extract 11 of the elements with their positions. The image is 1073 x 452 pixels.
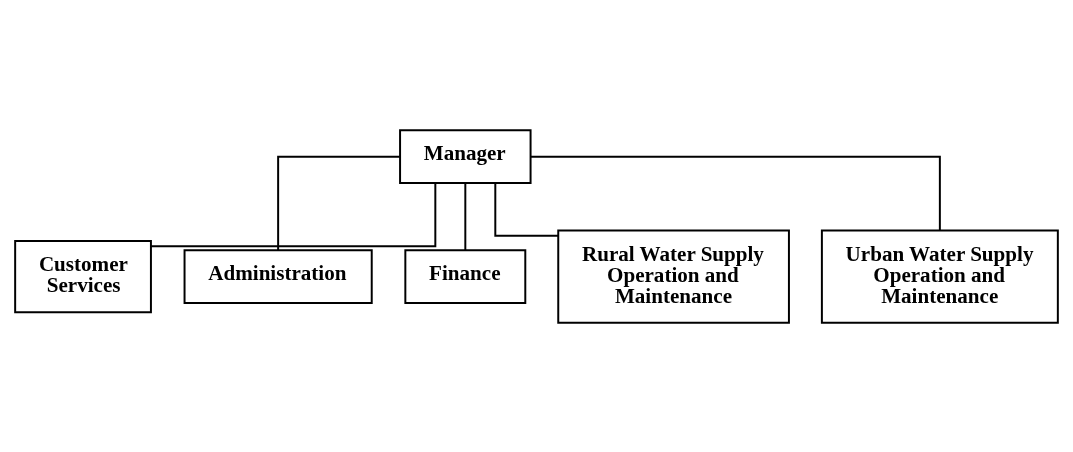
node-box: Finance xyxy=(404,248,527,304)
connector xyxy=(529,155,941,231)
node-box: Customer Services xyxy=(14,239,152,313)
connector xyxy=(150,181,437,247)
node-box: Administration xyxy=(183,248,373,304)
node-box: Urban Water Supply Operation and Maintenance xyxy=(820,228,1059,324)
node-box: Rural Water Supply Operation and Maintenance xyxy=(557,228,790,324)
node-box: Manager xyxy=(399,128,532,184)
connector xyxy=(464,181,467,251)
connector xyxy=(277,155,401,251)
connector xyxy=(494,181,560,237)
